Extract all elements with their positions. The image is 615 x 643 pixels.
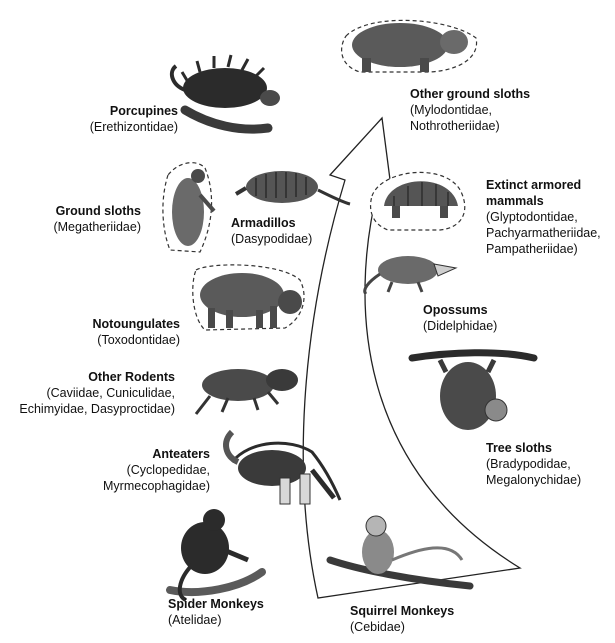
family-line: Echimyidae, Dasyproctidae) xyxy=(19,402,175,416)
family-name: (Bradypodidae, Megalonychidae) xyxy=(486,456,581,488)
family-name: (Mylodontidae, Nothrotheriidae) xyxy=(410,102,530,134)
label-porcupines: Porcupines (Erethizontidae) xyxy=(90,103,178,135)
family-name: (Cebidae) xyxy=(350,620,405,634)
label-squirrel-monkeys: Squirrel Monkeys (Cebidae) xyxy=(350,603,454,635)
label-other-ground-sloths: Other ground sloths (Mylodontidae, Nothr… xyxy=(410,86,530,134)
label-armadillos: Armadillos (Dasypodidae) xyxy=(231,215,312,247)
group-name-line: Extinct armored xyxy=(486,178,582,192)
label-notoungulates: Notoungulates (Toxodontidae) xyxy=(93,316,181,348)
group-name: Spider Monkeys xyxy=(168,597,264,611)
group-name: Other Rodents xyxy=(88,370,175,384)
group-name: Opossums xyxy=(423,303,488,317)
family-name: (Caviidae, Cuniculidae, Echimyidae, Dasy… xyxy=(19,385,175,417)
group-name: Notoungulates xyxy=(92,317,181,331)
rodent-icon xyxy=(194,369,298,415)
label-anteaters: Anteaters (Cyclopedidae, Myrmecophagidae… xyxy=(103,446,210,494)
label-other-rodents: Other Rodents (Caviidae, Cuniculidae, Ec… xyxy=(19,369,175,417)
anteater-icon xyxy=(223,429,342,505)
family-name: (Atelidae) xyxy=(168,613,222,627)
label-ground-sloths: Ground sloths (Megatheriidae) xyxy=(53,203,141,235)
label-tree-sloths: Tree sloths (Bradypodidae, Megalonychida… xyxy=(486,440,581,488)
family-line: Pachyarmatheriidae, xyxy=(486,226,601,240)
family-line: (Bradypodidae, xyxy=(486,457,571,471)
spider-monkey-icon xyxy=(166,509,266,602)
group-name: Anteaters xyxy=(152,447,210,461)
family-line: Pampatheriidae) xyxy=(486,242,578,256)
family-name: (Cyclopedidae, Myrmecophagidae) xyxy=(103,462,210,494)
glyptodont-icon xyxy=(369,171,466,231)
group-name: Extinct armored mammals xyxy=(486,177,601,209)
toxodon-icon xyxy=(192,264,305,331)
group-name: Squirrel Monkeys xyxy=(350,604,455,618)
family-line: Nothrotheriidae) xyxy=(410,119,500,133)
tree-sloth-icon xyxy=(408,349,538,430)
armadillo-icon xyxy=(234,171,351,206)
squirrel-monkey-icon xyxy=(326,515,474,590)
group-name: Other ground sloths xyxy=(410,87,531,101)
ground-sloth-icon xyxy=(162,162,216,253)
group-name: Ground sloths xyxy=(55,204,141,218)
family-line: Megalonychidae) xyxy=(486,473,582,487)
group-name: Armadillos xyxy=(231,216,296,230)
family-name: (Dasypodidae) xyxy=(231,232,313,246)
family-line: Myrmecophagidae) xyxy=(103,479,210,493)
label-opossums: Opossums (Didelphidae) xyxy=(423,302,497,334)
family-line: (Mylodontidae, xyxy=(410,103,492,117)
group-name: Porcupines xyxy=(109,104,178,118)
label-spider-monkeys: Spider Monkeys (Atelidae) xyxy=(168,596,264,628)
label-extinct-armored-mammals: Extinct armored mammals (Glyptodontidae,… xyxy=(486,177,601,257)
family-name: (Toxodontidae) xyxy=(97,333,180,347)
family-line: (Glyptodontidae, xyxy=(486,210,578,224)
family-name: (Glyptodontidae, Pachyarmatheriidae, Pam… xyxy=(486,209,601,257)
group-name: Tree sloths xyxy=(486,441,552,455)
opossum-icon xyxy=(363,256,458,296)
group-name-line: mammals xyxy=(486,194,544,208)
mylodon-icon xyxy=(341,19,478,73)
family-name: (Didelphidae) xyxy=(423,319,498,333)
family-line: (Cyclopedidae, xyxy=(126,463,210,477)
porcupine-icon xyxy=(169,54,280,134)
family-name: (Erethizontidae) xyxy=(89,120,178,134)
family-name: (Megatheriidae) xyxy=(53,220,141,234)
family-line: (Caviidae, Cuniculidae, xyxy=(46,386,175,400)
